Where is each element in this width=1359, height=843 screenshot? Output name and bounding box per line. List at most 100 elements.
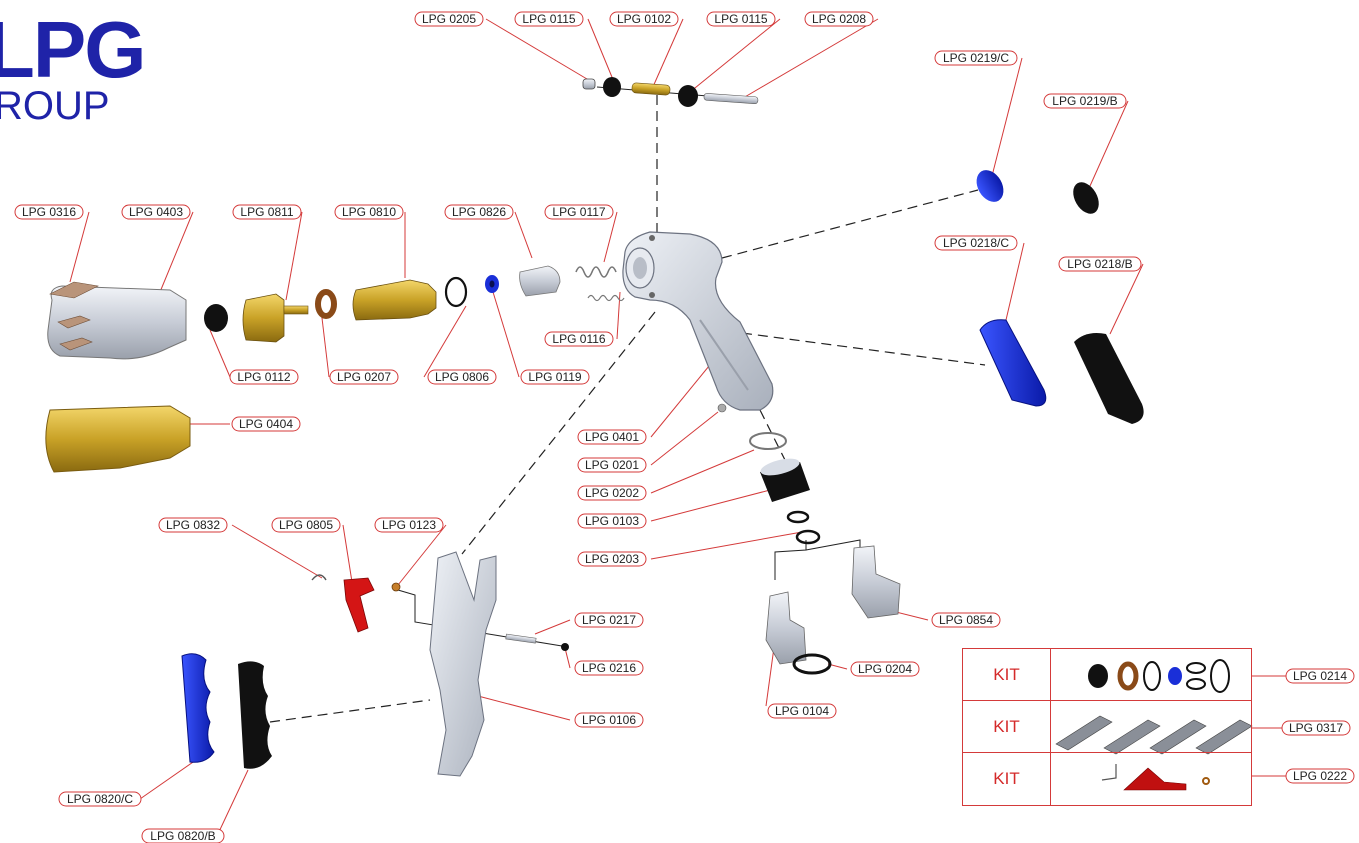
label-p0103: LPG 0103 [577, 513, 647, 529]
label-text: LPG 0316 [22, 205, 76, 219]
part-0123 [391, 582, 401, 592]
part-0316 [49, 281, 99, 351]
part-labels: LPG 0205 LPG 0115 LPG 0102 LPG 0115 LPG 0208… [14, 11, 1355, 843]
label-pill [577, 513, 647, 529]
label-p0115b: LPG 0115 [706, 11, 776, 27]
label-pill [1058, 256, 1142, 272]
label-text: LPG 0115 [714, 12, 767, 26]
label-p0401: LPG 0401 [577, 429, 647, 445]
part-0106 [429, 551, 497, 777]
label-text: LPG 0202 [585, 486, 639, 500]
part-0201 [717, 403, 727, 413]
label-text: LPG 0317 [1289, 721, 1343, 735]
label-pill [574, 712, 644, 728]
label-pill [609, 11, 679, 27]
kit-table: KIT KIT KIT [962, 648, 1252, 806]
label-text: LPG 0832 [166, 518, 220, 532]
kit-row-label: KIT [963, 649, 1051, 700]
label-pill [231, 416, 301, 432]
part-0811-body [242, 293, 285, 343]
label-text: LPG 0104 [775, 704, 829, 718]
label-p0112: LPG 0112 [229, 369, 299, 385]
part-0115-right [678, 85, 698, 107]
label-pill [1285, 668, 1355, 684]
part-0219b [1073, 182, 1099, 214]
label-text: LPG 0401 [585, 430, 639, 444]
label-text: LPG 0208 [812, 12, 866, 26]
axis-cap-blue [721, 189, 979, 259]
spring-0116 [587, 294, 625, 302]
kit-row-0222: KIT [963, 753, 1251, 805]
label-p0207: LPG 0207 [329, 369, 399, 385]
label-text: LPG 0219/C [943, 51, 1009, 65]
springs [575, 266, 625, 302]
part-0217 [505, 633, 537, 644]
label-pill [544, 204, 614, 220]
label-pill [934, 50, 1018, 66]
label-p0102: LPG 0102 [609, 11, 679, 27]
label-p0806: LPG 0806 [427, 369, 497, 385]
kit-row-0214: KIT [963, 649, 1251, 701]
kit-row-label: KIT [963, 701, 1051, 752]
label-text: LPG 0201 [585, 458, 639, 472]
part-0219c [976, 170, 1004, 202]
label-pill [58, 791, 142, 807]
label-pill [706, 11, 776, 27]
label-pill [141, 828, 225, 843]
label-pill [767, 703, 837, 719]
label-text: LPG 0810 [342, 205, 396, 219]
kit-0222-icons [1101, 764, 1210, 791]
label-p0217: LPG 0217 [574, 612, 644, 628]
label-pill [414, 11, 484, 27]
label-p0832: LPG 0832 [158, 517, 228, 533]
label-text: LPG 0217 [582, 613, 636, 627]
part-0854 [851, 545, 901, 619]
label-p0123: LPG 0123 [374, 517, 444, 533]
label-pill [520, 369, 590, 385]
label-p0219b: LPG 0219/B [1043, 93, 1127, 109]
label-p0104: LPG 0104 [767, 703, 837, 719]
label-p0820c: LPG 0820/C [58, 791, 142, 807]
label-pill [514, 11, 584, 27]
axis-trigger [397, 589, 563, 647]
label-text: LPG 0820/B [150, 829, 215, 843]
part-0810 [352, 279, 437, 321]
label-text: LPG 0119 [528, 370, 581, 384]
axis-grip-blue [741, 332, 986, 366]
label-text: LPG 0403 [129, 205, 183, 219]
label-text: LPG 0219/B [1052, 94, 1117, 108]
label-pill [850, 661, 920, 677]
label-pill [577, 429, 647, 445]
part-0826 [519, 265, 561, 297]
label-p0205: LPG 0205 [414, 11, 484, 27]
label-text: LPG 0854 [939, 613, 993, 627]
label-text: LPG 0222 [1293, 769, 1347, 783]
nozzle-stack [717, 403, 901, 675]
label-text: LPG 0203 [585, 552, 639, 566]
spring-0117 [575, 266, 617, 278]
label-pill [577, 457, 647, 473]
label-p0316: LPG 0316 [14, 204, 84, 220]
label-text: LPG 0826 [452, 205, 506, 219]
label-text: LPG 0218/C [943, 236, 1009, 250]
axis-nozzle-split-right [805, 539, 861, 551]
part-0820c [181, 653, 215, 763]
axis-grip-lower [269, 699, 431, 723]
label-p0218c: LPG 0218/C [934, 235, 1018, 251]
valve-row [47, 265, 561, 360]
label-pill [444, 204, 514, 220]
label-text: LPG 0115 [522, 12, 575, 26]
part-0203-a [786, 510, 810, 524]
label-text: LPG 0207 [337, 370, 391, 384]
part-0204 [792, 653, 832, 675]
part-0205 [582, 78, 596, 90]
label-p0222: LPG 0222 [1285, 768, 1355, 784]
label-pill [804, 11, 874, 27]
label-text: LPG 0216 [582, 661, 636, 675]
label-p0218b: LPG 0218/B [1058, 256, 1142, 272]
label-text: LPG 0218/B [1067, 257, 1132, 271]
part-0216 [561, 643, 569, 651]
part-0218b [1074, 333, 1144, 424]
